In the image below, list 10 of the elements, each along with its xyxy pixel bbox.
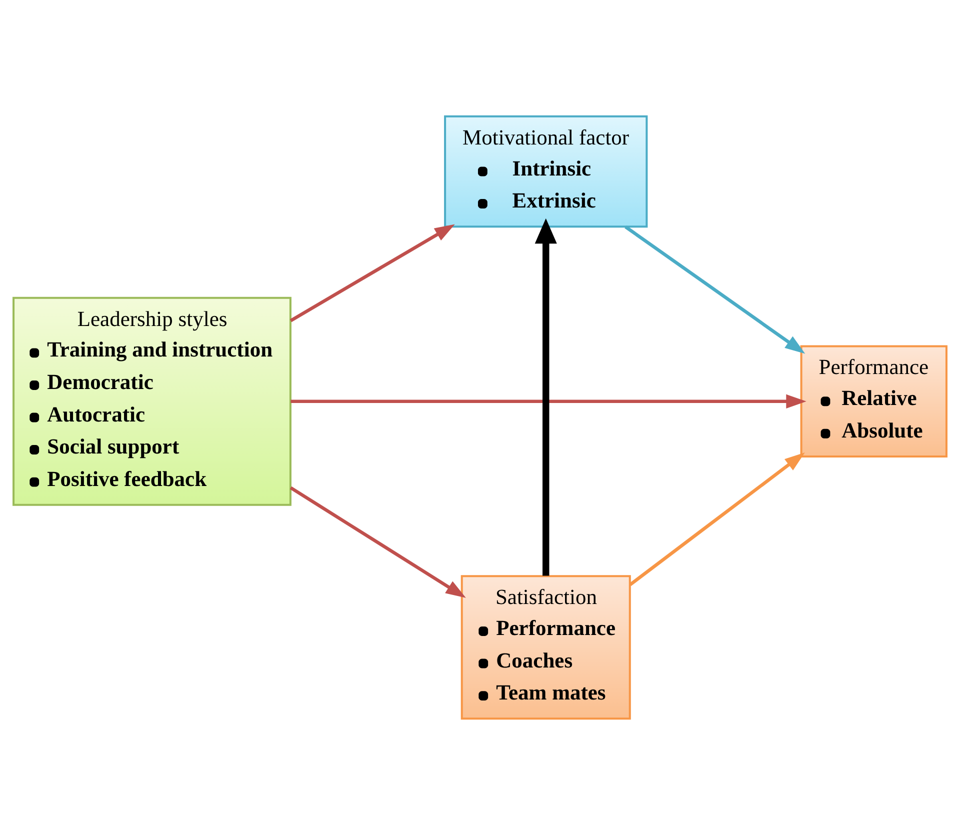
node-box: Motivational factor Intrinsic Extrinsic xyxy=(444,114,648,228)
node-box: Satisfaction Performance Coaches Team mates xyxy=(460,574,631,720)
arrow xyxy=(290,224,455,322)
arrow xyxy=(534,218,557,576)
arrow xyxy=(624,224,806,354)
arrow xyxy=(290,486,466,598)
arrow xyxy=(290,394,806,408)
node-box: Leadership styles Training and instruction Democratic Autocratic Social support Positive feedback xyxy=(12,296,292,506)
node-box: Performance Relative Absolute xyxy=(800,344,948,457)
arrow xyxy=(629,452,805,586)
